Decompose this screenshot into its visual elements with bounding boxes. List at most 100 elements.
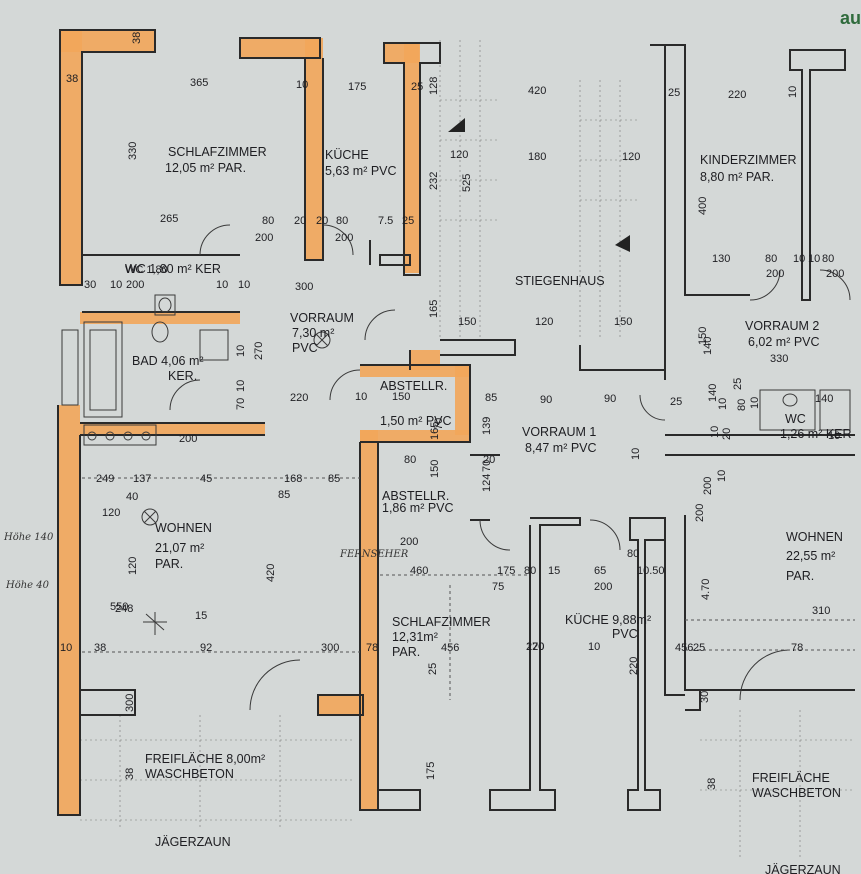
electrical-symbols [141, 331, 331, 635]
room-area-schlafzimmer-2: 12,31m² [392, 630, 438, 644]
room-floor-bad: KER. [168, 369, 197, 383]
room-name-vorraum-2: VORRAUM 2 [745, 319, 819, 333]
dimension-label: 200 [694, 504, 706, 522]
room-area-abstellr-2: 1,86 m² PVC [382, 501, 454, 515]
room-name-abstellr-1: ABSTELLR. [380, 379, 447, 393]
handwritten-note-1: Höhe 140 [3, 532, 54, 543]
dimension-label: 25 [693, 642, 705, 654]
dimension-label: 456 [675, 642, 693, 654]
dimension-label: 80 [822, 253, 834, 265]
dimension-label: 38 [131, 32, 143, 44]
dimension-label: 270 [526, 641, 544, 653]
dimension-label: 130 [712, 253, 730, 265]
dimension-label: WC 1,80 [125, 264, 168, 276]
dimension-label: 420 [265, 564, 277, 582]
dimension-label: 200 [826, 268, 844, 280]
dimension-label: 124 [481, 474, 493, 492]
dimension-label: 10 [717, 398, 729, 410]
stair-arrows [448, 118, 630, 252]
dimension-label: 232 [428, 172, 440, 190]
dimension-label: 310 [812, 605, 830, 617]
other-labels: JÄGERZAUN JÄGERZAUN Höhe 140 Höhe 40 FER… [3, 532, 841, 874]
dimension-label: 175 [348, 81, 366, 93]
dimension-label: 25 [670, 396, 682, 408]
room-name-freiflaeche-2: FREIFLÄCHE [752, 771, 830, 785]
dimension-label: 249 [96, 473, 114, 485]
dimension-label: 85 [328, 473, 340, 485]
room-area-vorraum-2: 6,02 m² PVC [748, 335, 820, 349]
dimension-label: 10 [630, 448, 642, 460]
handwritten-note-2: Höhe 40 [5, 580, 50, 591]
dimension-label: 120 [526, 641, 544, 653]
dimension-label: 30 [699, 691, 711, 703]
windows [61, 321, 123, 418]
dimension-label: 10 [216, 279, 228, 291]
room-name-bad: BAD 4,06 m² [132, 354, 204, 368]
dimension-label: 85 [485, 392, 497, 404]
room-floor-vorraum: PVC [292, 341, 318, 355]
dimension-label: 45 [200, 473, 212, 485]
dimension-label: 10 [828, 430, 840, 442]
room-floor-wohnen-1: PAR. [155, 557, 183, 571]
room-name-wohnen-2: WOHNEN [786, 530, 843, 544]
room-floor-schlafzimmer-2: PAR. [392, 645, 420, 659]
dimension-label: 78 [791, 642, 803, 654]
dimension-label: 420 [528, 85, 546, 97]
dimension-label: 300 [124, 694, 136, 712]
room-name-wohnen-1: WOHNEN [155, 521, 212, 535]
dimension-label: 365 [190, 77, 208, 89]
dimension-label: 10 [296, 79, 308, 91]
dimension-label: 10 [60, 642, 72, 654]
dimension-label: 75 [492, 581, 504, 593]
dimension-label: 20 [294, 215, 306, 227]
dimension-label: 220 [628, 657, 640, 675]
dimension-label: 15 [195, 610, 207, 622]
dimension-label: 80 [524, 565, 536, 577]
dimension-label: 20 [721, 428, 733, 440]
dimension-label: 128 [428, 77, 440, 95]
dimension-label: 80 [262, 215, 274, 227]
dimension-label: 92 [200, 642, 212, 654]
dimension-label: 220 [290, 392, 308, 404]
dimension-label: 300 [295, 281, 313, 293]
dimension-label: 150 [697, 327, 709, 345]
dimension-label: 25 [668, 87, 680, 99]
dimension-label: 150 [614, 316, 632, 328]
dimension-label: 165 [429, 422, 441, 440]
room-floor-freiflaeche-1: WASCHBETON [145, 767, 234, 781]
room-area-kinderzimmer: 8,80 m² PAR. [700, 170, 774, 184]
dimension-label: 30 [84, 279, 96, 291]
dimension-label: 120 [102, 507, 120, 519]
dimension-label: 525 [461, 174, 473, 192]
room-name-vorraum: VORRAUM [290, 311, 354, 325]
dimension-label: 15 [548, 565, 560, 577]
dimension-label: 139 [481, 417, 493, 435]
dimension-label: 25 [732, 378, 744, 390]
dimension-label: 120 [127, 557, 139, 575]
dimension-label: 10 [238, 279, 250, 291]
dimension-label: 180 [528, 151, 546, 163]
dimension-label: 20 [316, 215, 328, 227]
dimension-label: 120 [450, 149, 468, 161]
dimension-label: 90 [540, 394, 552, 406]
dimension-label: 80 [765, 253, 777, 265]
room-area-vorraum-1: 8,47 m² PVC [525, 441, 597, 455]
dimension-label: 200 [126, 279, 144, 291]
dimension-label: 140 [702, 337, 714, 355]
dimension-label: 248 [115, 603, 133, 615]
dimension-label: 80 [404, 454, 416, 466]
dimension-label: 25 [427, 663, 439, 675]
room-floor-kueche-2: PVC [612, 627, 638, 641]
dimension-label: 4.70 [700, 579, 712, 600]
handwritten-note-3: FERNSEHER [339, 549, 409, 560]
dimension-label: 175 [425, 762, 437, 780]
room-area-kueche-1: 5,63 m² PVC [325, 164, 397, 178]
room-area-vorraum: 7,30 m² [292, 326, 334, 340]
dimension-lines [82, 477, 855, 700]
highlighted-walls [58, 30, 471, 815]
dimension-label: 120 [622, 151, 640, 163]
stair-hatching [439, 40, 640, 340]
room-name-kinderzimmer: KINDERZIMMER [700, 153, 797, 167]
